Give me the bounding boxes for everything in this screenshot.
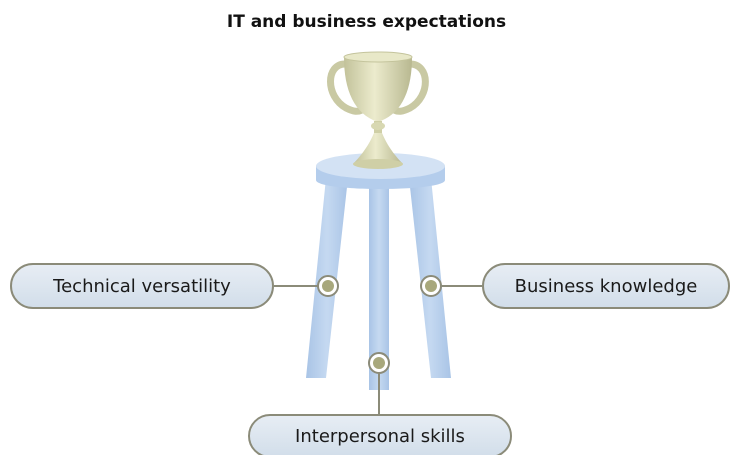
label-interpersonal-skills: Interpersonal skills: [248, 414, 512, 455]
stool-leg-middle: [369, 185, 389, 390]
connector-nodes: [317, 275, 442, 374]
label-business-knowledge: Business knowledge: [482, 263, 730, 309]
connectors: [274, 285, 482, 414]
node-right: [420, 275, 442, 297]
label-technical-versatility: Technical versatility: [10, 263, 274, 309]
node-left: [317, 275, 339, 297]
diagram-title: IT and business expectations: [226, 12, 507, 32]
trophy-icon: [327, 51, 429, 169]
node-bottom: [368, 352, 390, 374]
